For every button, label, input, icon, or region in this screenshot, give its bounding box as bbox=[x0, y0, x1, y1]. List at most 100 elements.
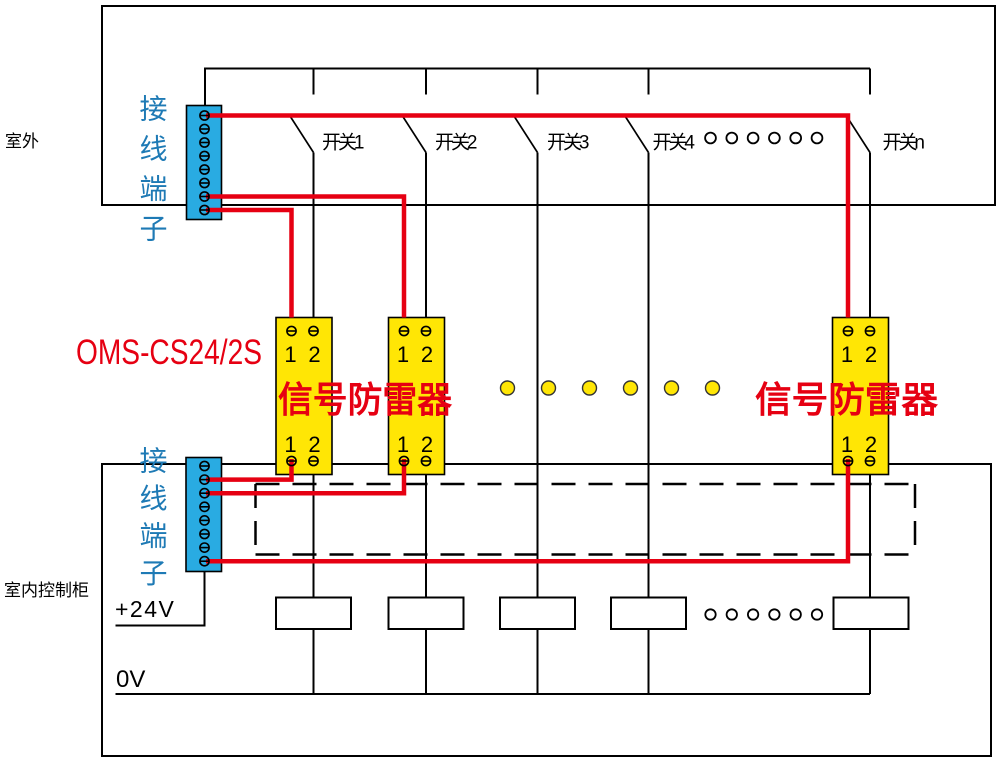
switch-continuation-circle-3 bbox=[746, 131, 760, 145]
indoor-terminal-3-screw-icon bbox=[199, 487, 210, 499]
dashed-rectangle bbox=[254, 482, 917, 556]
switch-5-label: 开关n bbox=[883, 132, 926, 154]
spd-2-top-terminal-2-screw-icon bbox=[420, 325, 432, 337]
spd-2-top-label-2: 2 bbox=[421, 342, 433, 367]
relay-continuation-circle-1 bbox=[704, 608, 717, 621]
spd-1-top-label-1: 1 bbox=[284, 342, 296, 367]
switch-continuation-circle-4 bbox=[768, 131, 781, 145]
surge-continuation-dot-1 bbox=[499, 380, 516, 396]
surge-model-label: OMS-CS24/2S bbox=[76, 333, 262, 372]
outdoor-terminal-8-screw-icon bbox=[199, 204, 210, 216]
relay-coil-2 bbox=[387, 596, 465, 630]
indoor-terminal-block-label-char-4: 子 bbox=[139, 558, 167, 589]
indoor-terminal-5-screw-icon bbox=[199, 515, 210, 526]
spd-1-top-terminal-1-screw-icon bbox=[286, 325, 297, 337]
indoor-terminal-4-screw-icon bbox=[199, 501, 210, 513]
outdoor-terminal-3-screw-icon bbox=[199, 137, 210, 148]
spd-2-bottom-label-2: 2 bbox=[421, 432, 433, 457]
switch-4-blade-line bbox=[624, 115, 650, 153]
labels: 室外 室内控制柜 接 线 端 子 接 线 端 子 开关1 开关2 开关3 开关4… bbox=[4, 94, 939, 694]
spd-1-bottom-terminal-1-screw-icon bbox=[286, 455, 297, 467]
relay-coil-1 bbox=[275, 596, 352, 630]
indoor-terminal-block-label-char-1: 接 bbox=[139, 446, 167, 477]
indoor-terminal-block-label-char-2: 线 bbox=[139, 483, 167, 514]
surge-protector-3 bbox=[831, 316, 890, 476]
switch-2-label: 开关2 bbox=[435, 132, 478, 154]
outdoor-terminal-block-label-char-4: 子 bbox=[139, 214, 167, 245]
spd-3-top-terminal-2-screw-icon bbox=[864, 325, 876, 337]
switch-continuation-circle-6 bbox=[810, 131, 824, 145]
surge-name-right: 信号防雷器 bbox=[755, 379, 939, 420]
switch-3-label: 开关3 bbox=[547, 132, 590, 154]
spd-2-bottom-terminal-2-screw-icon bbox=[420, 455, 432, 467]
switch-1-label: 开关1 bbox=[322, 132, 365, 154]
outdoor-terminal-7-screw-icon bbox=[199, 191, 210, 202]
spd-1-bottom-label-1: 1 bbox=[284, 432, 296, 457]
outdoor-terminal-1-screw-icon bbox=[199, 110, 210, 121]
spd-1-top-terminal-2-screw-icon bbox=[308, 325, 319, 337]
spd-2-top-label-1: 1 bbox=[397, 342, 409, 367]
outdoor-terminal-block-label-char-2: 线 bbox=[139, 134, 167, 165]
switch-1-blade-line bbox=[289, 115, 315, 153]
spd-2-bottom-terminal-1-screw-icon bbox=[398, 455, 410, 467]
indoor-terminal-8-screw-icon bbox=[199, 555, 210, 567]
switch-3-blade-line bbox=[513, 115, 539, 153]
relay-continuation-circle-3 bbox=[746, 608, 760, 621]
outdoor-terminal-block-label-char-3: 端 bbox=[139, 174, 167, 205]
wire-spd2-bottom-to-indoor-t3 bbox=[206, 459, 407, 496]
outdoor-terminal-4-screw-icon bbox=[199, 150, 210, 162]
switch-2-blade-line bbox=[401, 115, 427, 153]
surge-continuation-dots bbox=[499, 380, 721, 396]
surge-continuation-dot-3 bbox=[581, 380, 598, 396]
spd-2-bottom-label-1: 1 bbox=[397, 432, 409, 457]
indoor-terminal-screws bbox=[199, 460, 210, 567]
indoor-terminal-2-screw-icon bbox=[199, 474, 210, 485]
outdoor-area-label: 室外 bbox=[5, 132, 39, 151]
surge-continuation-dot-6 bbox=[704, 380, 721, 396]
indoor-terminal-7-screw-icon bbox=[199, 542, 210, 553]
outdoor-terminal-screws bbox=[199, 110, 210, 216]
switch-labels: 开关1 开关2 开关3 开关4 开关n bbox=[322, 132, 925, 154]
spd-1-bottom-terminal-2-screw-icon bbox=[308, 455, 319, 467]
surge-continuation-dot-4 bbox=[622, 380, 639, 396]
surge-continuation-dot-2 bbox=[540, 380, 557, 396]
surge-protector-terminal-screws bbox=[286, 325, 876, 467]
indoor-terminal-6-screw-icon bbox=[199, 528, 210, 540]
switch-continuation-circle-1 bbox=[704, 131, 717, 145]
outdoor-terminal-5-screw-icon bbox=[199, 164, 210, 175]
outdoor-terminal-block bbox=[185, 104, 223, 221]
relay-coil-4 bbox=[610, 596, 687, 630]
surge-terminal-digits: 1 2 1 2 1 2 1 2 1 2 1 2 bbox=[284, 342, 877, 457]
switch-5-blade-line bbox=[845, 115, 871, 153]
surge-name-left: 信号防雷器 bbox=[278, 379, 453, 420]
power-zero-label: 0V bbox=[116, 666, 145, 693]
power-positive-label: +24V bbox=[115, 596, 175, 622]
spd-2-top-terminal-1-screw-icon bbox=[398, 325, 410, 337]
surge-protector-1 bbox=[275, 316, 333, 476]
relay-continuation-circle-5 bbox=[789, 608, 802, 621]
spd-3-top-label-1: 1 bbox=[841, 342, 853, 367]
outdoor-terminal-6-screw-icon bbox=[199, 177, 210, 189]
spd-3-top-terminal-1-screw-icon bbox=[842, 325, 854, 337]
wire-indoor-t8-to-spd3-bottom bbox=[206, 459, 851, 564]
indoor-enclosure-rect bbox=[101, 463, 992, 757]
power-24v-wire bbox=[115, 571, 206, 627]
switch-continuation-circle-5 bbox=[789, 131, 802, 145]
relay-continuation-circle-2 bbox=[725, 608, 738, 621]
relay-continuation-circle-4 bbox=[768, 608, 781, 621]
switch-continuation-circles bbox=[704, 131, 824, 145]
relay-continuation-circles bbox=[704, 608, 824, 621]
wire-outdoor-t8-to-spd1-top bbox=[206, 207, 294, 318]
red-signal-wires bbox=[206, 113, 851, 564]
indoor-terminal-1-screw-icon bbox=[199, 460, 210, 472]
outdoor-enclosure-rect bbox=[101, 5, 996, 206]
spd-3-top-label-2: 2 bbox=[865, 342, 877, 367]
spd-3-bottom-label-1: 1 bbox=[841, 432, 853, 457]
outdoor-terminal-2-screw-icon bbox=[199, 123, 210, 135]
relay-continuation-circle-6 bbox=[810, 608, 824, 621]
spd-1-bottom-label-2: 2 bbox=[308, 432, 320, 457]
surge-continuation-dot-5 bbox=[663, 380, 680, 396]
switch-continuation-circle-2 bbox=[725, 131, 739, 145]
indoor-terminal-block-label-char-3: 端 bbox=[139, 521, 167, 552]
